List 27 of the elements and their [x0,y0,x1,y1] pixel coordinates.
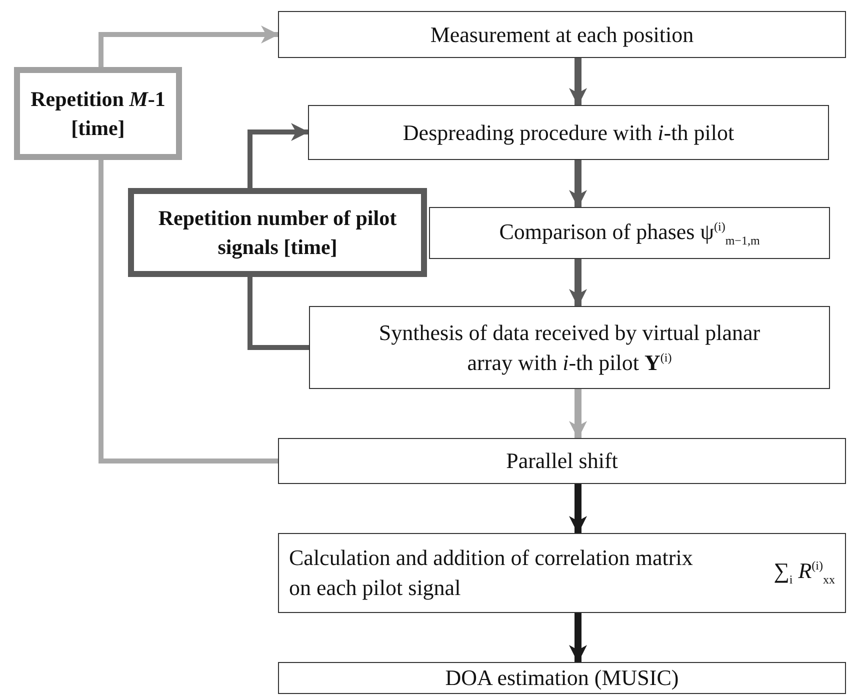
process-box [278,438,846,484]
loop-box [14,67,182,160]
step-text: Repetition number of pilot signals [time] [157,205,398,261]
arrow [569,160,587,208]
process-box [278,662,846,694]
loop-line [98,160,278,464]
step-text: DOA estimation (MUSIC) [445,664,679,692]
arrow [569,259,587,307]
process-box [278,533,846,613]
process-box [308,105,829,160]
loop-arrow [248,123,309,188]
arrow [569,58,587,106]
arrow [569,613,587,663]
loop-box [128,188,427,277]
process-box [309,306,830,389]
process-box [278,11,846,58]
step-text: Repetition M-1 [time] [30,86,166,142]
step-text: Despreading procedure with i-th pilot [402,118,734,147]
step-text: Measurement at each position [430,20,694,49]
step-text: Parallel shift [506,447,618,476]
loop-line [248,277,309,350]
step-text: Synthesis of data received by virtual planar array with i-th pilot Y$^{(i)}$ [378,318,762,377]
step-text: Calculation and addition of correlation matrix on each pilot signal [289,544,694,602]
arrow [569,389,587,439]
loop-arrow [98,26,279,67]
process-box [429,207,830,259]
arrow [569,484,587,534]
